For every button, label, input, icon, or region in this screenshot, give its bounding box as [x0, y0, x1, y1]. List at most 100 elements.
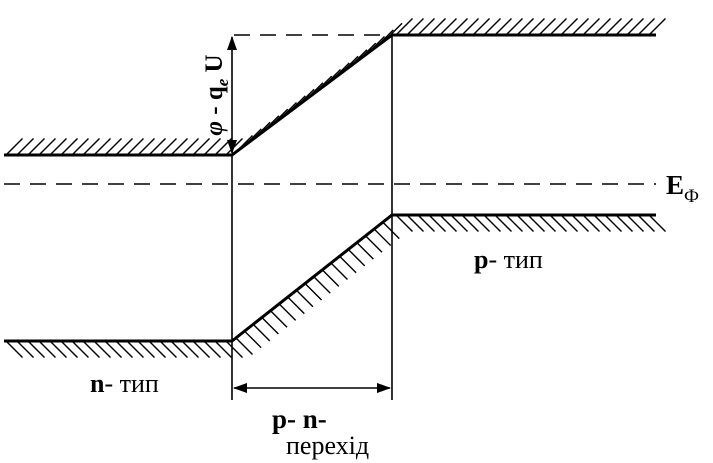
hatch-stroke — [71, 340, 89, 358]
conduction-band-edge — [4, 33, 656, 157]
hatch-stroke — [252, 323, 271, 342]
hatch-stroke — [82, 340, 100, 358]
valence-band-edge — [4, 213, 656, 343]
hatch-stroke — [270, 310, 288, 328]
hatch-stroke — [593, 18, 611, 36]
hatch-stroke — [637, 18, 655, 36]
hatch-stroke — [38, 340, 56, 358]
hatch-stroke — [170, 340, 188, 358]
junction-label-line2: перехід — [286, 431, 369, 460]
hatch-stroke — [604, 214, 622, 232]
hatch-stroke — [148, 138, 166, 156]
hatch-stroke — [192, 340, 210, 358]
hatch-stroke — [278, 303, 297, 321]
hatch-stroke — [126, 340, 144, 358]
hatch-stroke — [593, 214, 611, 232]
hatch-stroke — [313, 276, 331, 294]
hatch-stroke — [483, 214, 501, 232]
valence-band-hatching-p — [395, 214, 666, 232]
hatch-stroke — [450, 214, 468, 232]
hatch-stroke — [527, 18, 545, 36]
hatch-stroke — [483, 18, 501, 36]
hatch-stroke — [330, 262, 348, 281]
hatch-stroke — [373, 228, 392, 246]
hatch-stroke — [395, 214, 413, 232]
hatch-stroke — [159, 138, 177, 156]
hatch-stroke — [214, 340, 232, 358]
hatch-stroke — [181, 138, 199, 156]
hatch-stroke — [16, 340, 34, 358]
fermi-main: E — [666, 170, 684, 200]
hatch-stroke — [261, 317, 279, 335]
hatch-stroke — [321, 269, 340, 287]
hatch-stroke — [549, 18, 567, 36]
hatch-stroke — [126, 138, 144, 156]
hatch-stroke — [159, 340, 177, 358]
hatch-stroke — [93, 138, 111, 156]
hatch-stroke — [287, 296, 305, 315]
hatch-stroke — [148, 340, 166, 358]
hatch-stroke — [181, 340, 199, 358]
hatch-stroke — [115, 340, 133, 358]
junction-label-line1: p- n- — [272, 404, 327, 434]
n-type-word: - тип — [104, 369, 158, 398]
hatch-stroke — [648, 214, 666, 232]
hatch-stroke — [538, 214, 556, 232]
hatch-stroke — [16, 138, 34, 156]
hatch-stroke — [571, 18, 589, 36]
n-type-label: n- тип — [90, 369, 159, 398]
hatch-stroke — [295, 289, 314, 308]
p-type-letter: p — [474, 245, 488, 274]
hatch-stroke — [382, 221, 400, 240]
hatch-stroke — [637, 214, 655, 232]
hatch-stroke — [365, 235, 383, 253]
hatch-stroke — [505, 214, 523, 232]
hatch-stroke — [428, 214, 446, 232]
hatch-stroke — [538, 18, 556, 36]
hatch-stroke — [244, 330, 262, 349]
hatch-stroke — [549, 214, 567, 232]
hatch-stroke — [582, 214, 600, 232]
hatch-stroke — [417, 214, 435, 232]
hatch-stroke — [304, 282, 323, 301]
hatch-stroke — [505, 18, 523, 36]
hatch-stroke — [104, 340, 122, 358]
hatch-stroke — [339, 255, 357, 274]
hatch-stroke — [235, 337, 253, 355]
hatch-stroke — [406, 18, 424, 36]
hatch-stroke — [626, 18, 644, 36]
hatch-stroke — [5, 138, 23, 156]
hatch-stroke — [170, 138, 188, 156]
hatch-stroke — [516, 18, 534, 36]
hatch-stroke — [104, 138, 122, 156]
hatch-stroke — [225, 340, 243, 358]
hatch-stroke — [615, 18, 633, 36]
barrier-u: U — [201, 54, 228, 78]
hatch-stroke — [494, 18, 512, 36]
hatch-stroke — [60, 340, 78, 358]
barrier-q: q — [201, 86, 228, 100]
hatch-stroke — [461, 214, 479, 232]
fermi-level-label: EФ — [666, 170, 699, 207]
hatch-stroke — [604, 18, 622, 36]
hatch-stroke — [560, 214, 578, 232]
hatch-stroke — [461, 18, 479, 36]
hatch-stroke — [203, 138, 221, 156]
hatch-stroke — [395, 18, 413, 36]
hatch-stroke — [450, 18, 468, 36]
hatch-stroke — [60, 138, 78, 156]
conduction-band-hatching-n — [5, 138, 243, 156]
hatch-stroke — [93, 340, 111, 358]
hatch-stroke — [192, 138, 210, 156]
hatch-stroke — [347, 248, 366, 267]
hatch-stroke — [527, 214, 545, 232]
hatch-stroke — [428, 18, 446, 36]
hatch-stroke — [417, 18, 435, 36]
hatch-stroke — [648, 18, 666, 36]
valence-band-hatching-n — [5, 340, 243, 358]
hatch-stroke — [406, 214, 424, 232]
hatch-stroke — [626, 214, 644, 232]
n-type-letter: n — [90, 369, 105, 398]
barrier-phi: φ — [201, 121, 228, 136]
